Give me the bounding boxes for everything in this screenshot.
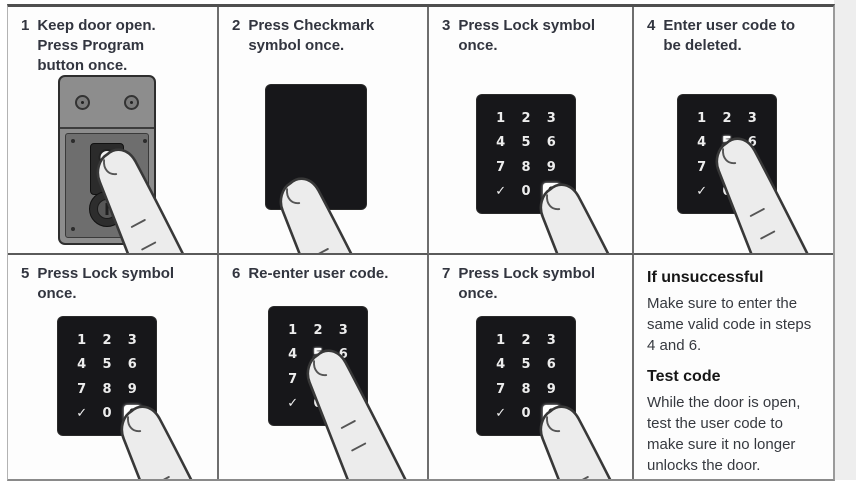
note-heading-test-code: Test code xyxy=(647,368,721,386)
key-1: 1 xyxy=(496,110,506,126)
key-4: 4 xyxy=(496,357,506,373)
key-3: 3 xyxy=(747,110,757,126)
key-7: 7 xyxy=(496,159,506,175)
step-text: Keep door open. Press Program button onc… xyxy=(37,17,156,74)
step-number: 3 xyxy=(442,17,451,34)
pointing-finger-icon xyxy=(539,405,612,479)
key-7: 7 xyxy=(496,381,506,397)
step-text: Press Lock symbol once. xyxy=(37,265,175,302)
step-number: 4 xyxy=(647,17,656,34)
step-heading: 2 Press Checkmark symbol once. xyxy=(232,16,417,56)
step-text: Press Lock symbol once. xyxy=(458,265,596,302)
key-4: 4 xyxy=(697,135,707,151)
checkmark-key: ✓ xyxy=(287,396,299,412)
instruction-steps-grid: 1 Keep door open. Press Program button o… xyxy=(7,4,835,481)
pointing-finger-icon xyxy=(539,183,610,253)
panel-screw-icons xyxy=(71,139,75,143)
step-number: 7 xyxy=(442,265,451,282)
key-8: 8 xyxy=(102,381,112,397)
key-2: 2 xyxy=(102,332,112,348)
step-heading: 4 Enter user code to be deleted. xyxy=(647,16,823,56)
key-2: 2 xyxy=(313,322,323,338)
key-2: 2 xyxy=(722,110,732,126)
step-2-cell: 2 Press Checkmark symbol once. 123456789… xyxy=(219,7,429,255)
key-6: 6 xyxy=(546,135,556,151)
pointing-finger-icon xyxy=(279,177,353,253)
checkmark-key: ✓ xyxy=(495,184,507,200)
pointing-finger-icon xyxy=(96,148,184,253)
step-heading: 6 Re-enter user code. xyxy=(232,264,417,284)
key-9: 9 xyxy=(546,159,556,175)
pointing-finger-icon xyxy=(306,349,407,479)
checkmark-key: ✓ xyxy=(495,406,507,422)
key-2: 2 xyxy=(521,332,531,348)
key-6: 6 xyxy=(338,347,348,363)
note-body-test-code: While the door is open, test the user co… xyxy=(647,394,801,474)
key-9: 9 xyxy=(546,381,556,397)
key-3: 3 xyxy=(546,110,556,126)
key-7: 7 xyxy=(288,371,298,387)
key-6: 6 xyxy=(546,357,556,373)
step-heading: 1 Keep door open. Press Program button o… xyxy=(21,16,207,75)
step-heading: 5 Press Lock symbol once. xyxy=(21,264,207,304)
pointing-finger-icon xyxy=(715,137,809,253)
notes-panel: If unsuccessful Make sure to enter the s… xyxy=(634,255,833,479)
key-3: 3 xyxy=(338,322,348,338)
page-right-margin xyxy=(834,0,856,480)
key-4: 4 xyxy=(77,357,87,373)
step-text: Re-enter user code. xyxy=(248,265,389,282)
key-1: 1 xyxy=(288,322,298,338)
screw-icon xyxy=(75,95,90,110)
step-text: Press Lock symbol once. xyxy=(458,17,596,54)
key-7: 7 xyxy=(77,381,87,397)
key-8: 8 xyxy=(521,159,531,175)
key-7: 7 xyxy=(697,159,707,175)
key-2: 2 xyxy=(521,110,531,126)
key-5: 5 xyxy=(521,135,531,151)
checkmark-key: ✓ xyxy=(696,184,708,200)
step-number: 1 xyxy=(21,17,30,34)
step-number: 2 xyxy=(232,17,241,34)
key-1: 1 xyxy=(697,110,707,126)
key-4: 4 xyxy=(496,135,506,151)
key-0: 0 xyxy=(521,184,531,200)
pointing-finger-icon xyxy=(120,405,193,479)
note-body-unsuccessful: Make sure to enter the same valid code i… xyxy=(647,295,812,354)
key-6: 6 xyxy=(127,357,137,373)
key-5: 5 xyxy=(102,357,112,373)
step-heading: 3 Press Lock symbol once. xyxy=(442,16,622,56)
key-0: 0 xyxy=(102,406,112,422)
step-number: 5 xyxy=(21,265,30,282)
key-6: 6 xyxy=(747,135,757,151)
screw-icon xyxy=(124,95,139,110)
step-heading: 7 Press Lock symbol once. xyxy=(442,264,622,304)
key-1: 1 xyxy=(77,332,87,348)
checkmark-key: ✓ xyxy=(76,406,88,422)
key-1: 1 xyxy=(496,332,506,348)
step-text: Enter user code to be deleted. xyxy=(663,17,796,54)
key-8: 8 xyxy=(521,381,531,397)
key-3: 3 xyxy=(127,332,137,348)
step-number: 6 xyxy=(232,265,241,282)
seam-line xyxy=(60,127,154,129)
key-3: 3 xyxy=(546,332,556,348)
key-4: 4 xyxy=(288,347,298,363)
note-heading-unsuccessful: If unsuccessful xyxy=(647,269,764,286)
step-4-cell: 4 Enter user code to be deleted. 1234567… xyxy=(634,7,833,255)
key-9: 9 xyxy=(127,381,137,397)
step-text: Press Checkmark symbol once. xyxy=(248,17,375,54)
key-0: 0 xyxy=(521,406,531,422)
step-1-cell: 1 Keep door open. Press Program button o… xyxy=(8,7,219,255)
key-5: 5 xyxy=(521,357,531,373)
